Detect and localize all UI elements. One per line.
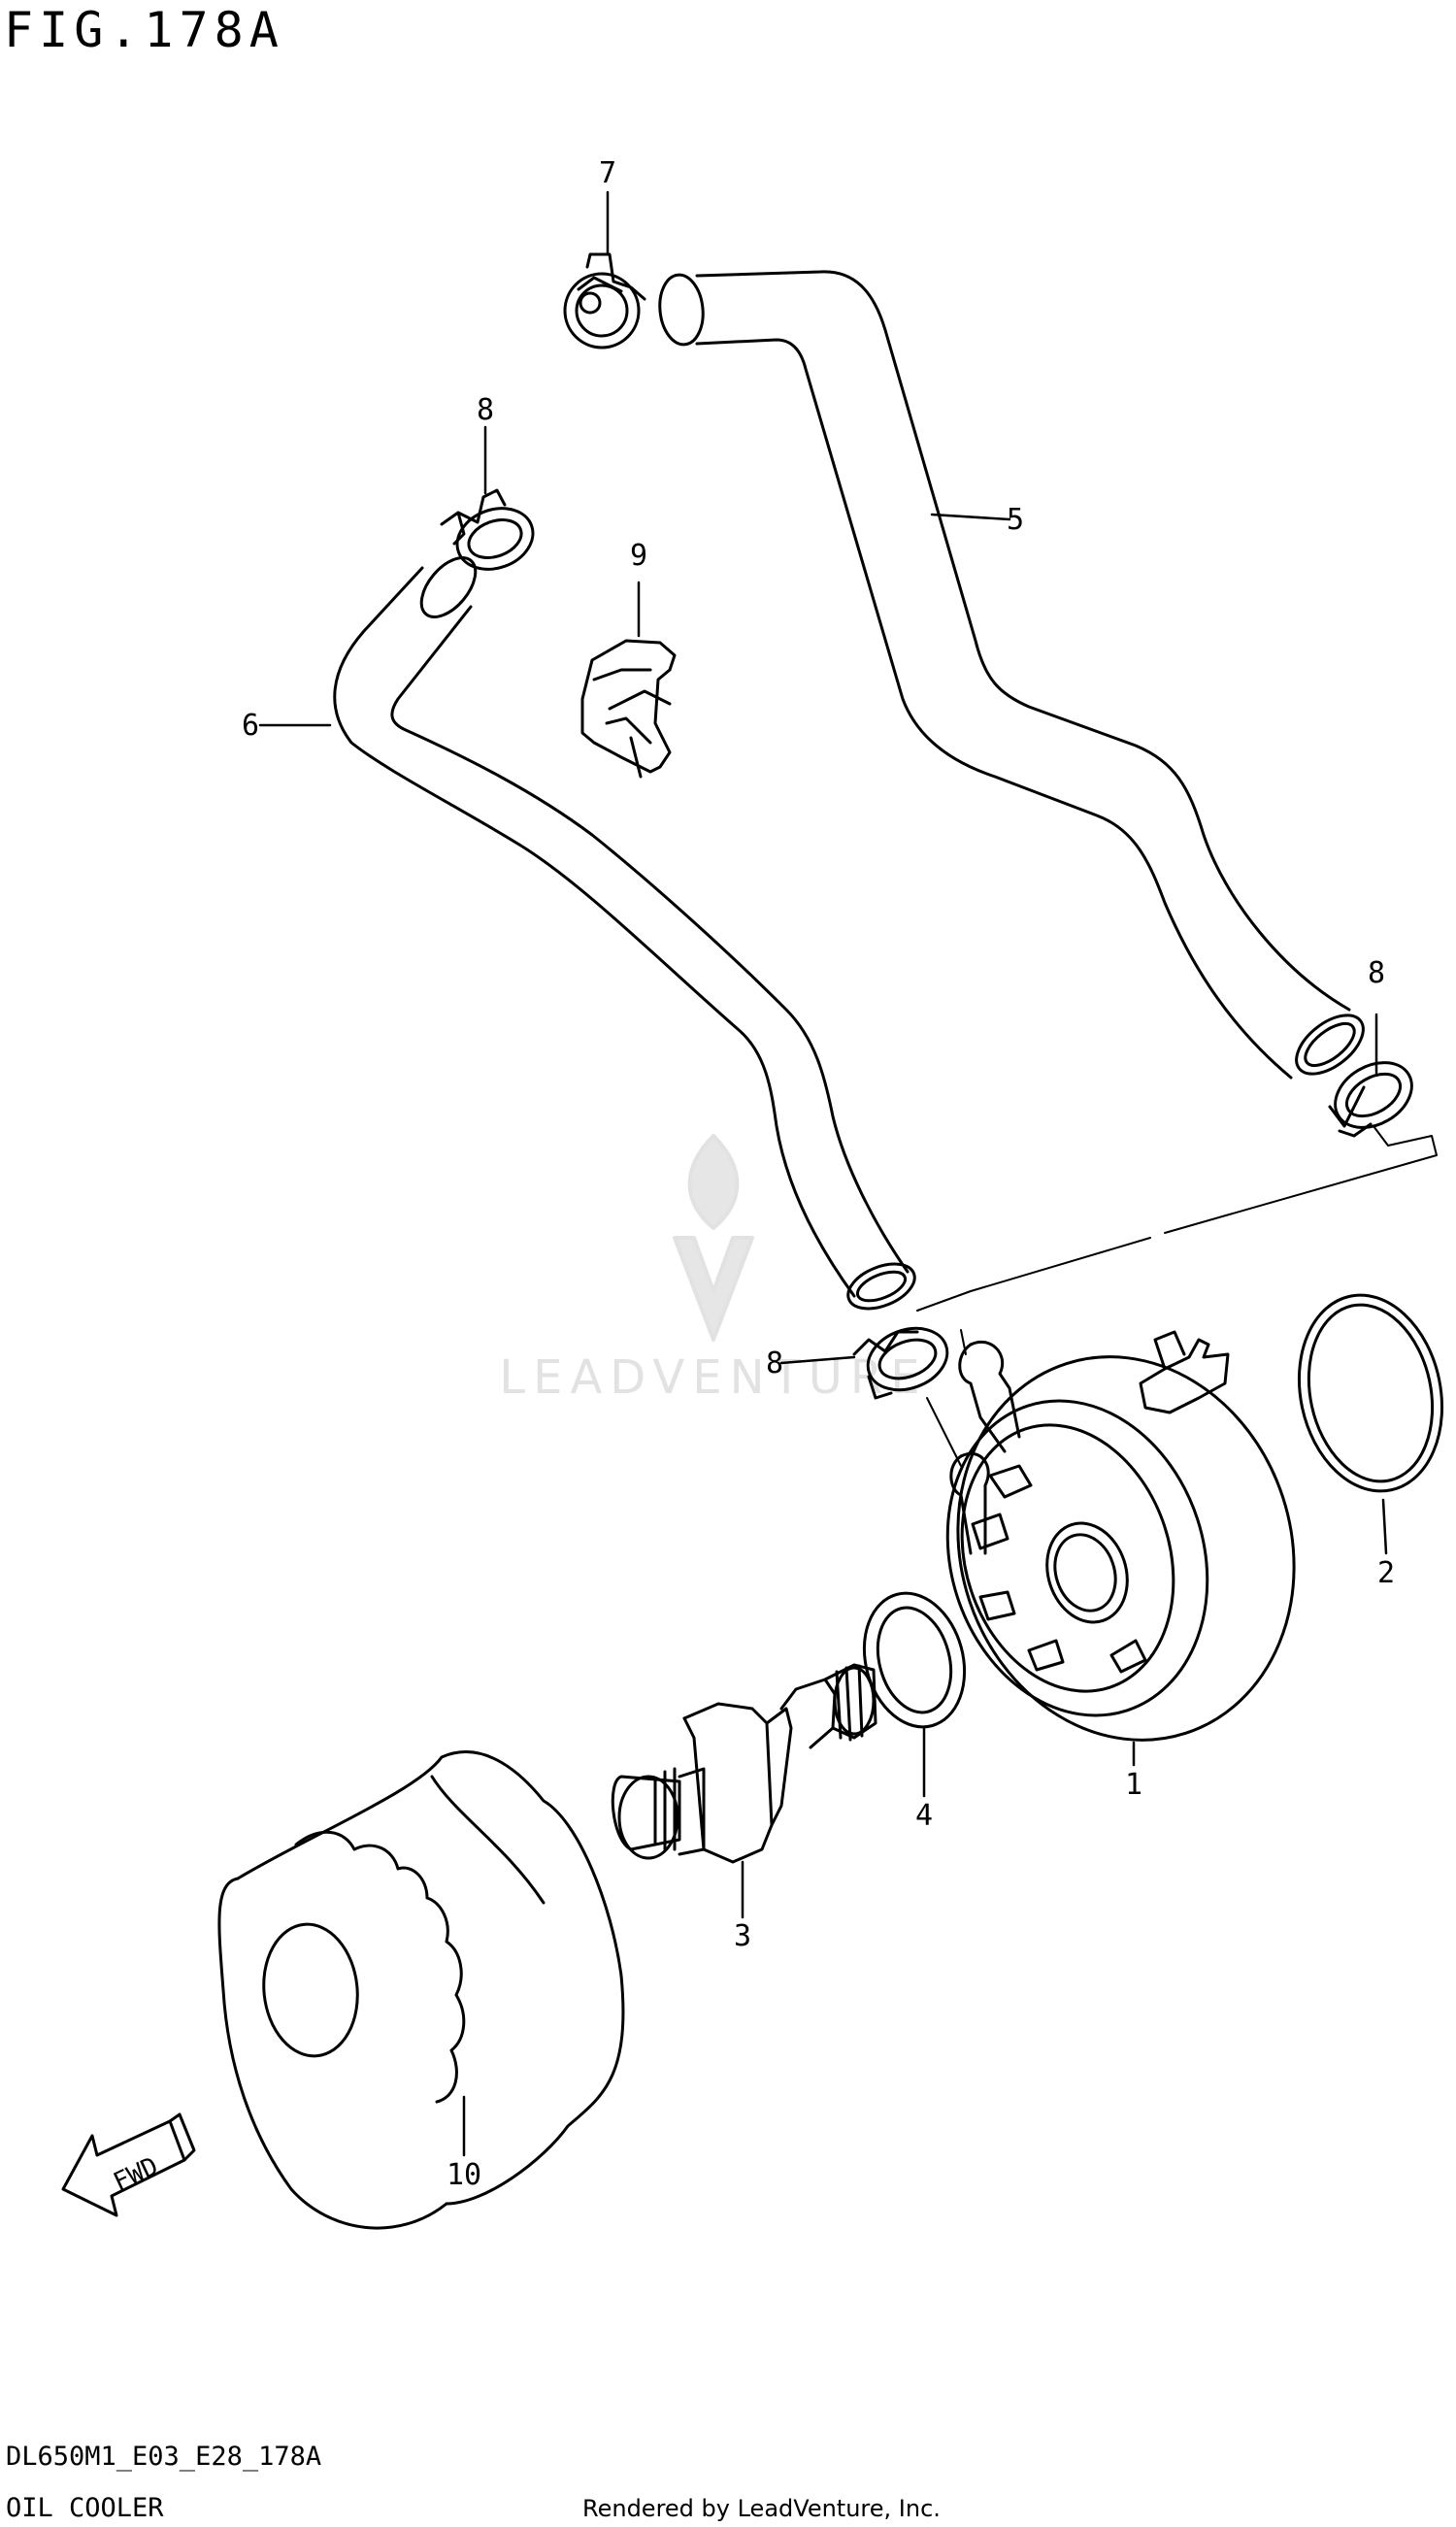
washer-part-4 [862, 1591, 967, 1729]
fwd-arrow-label: FWD [109, 2151, 162, 2197]
hose-clamp-part-8-right [1328, 1061, 1413, 1138]
callout-8-right: 8 [1368, 956, 1385, 990]
callout-labels: 1 2 3 4 5 6 7 8 8 8 9 10 [242, 156, 1395, 2192]
callout-8-lower: 8 [766, 1347, 783, 1380]
figure-title: FIG.178A [4, 2, 284, 58]
hose-clamp-part-8-lower [852, 1326, 949, 1400]
upper-hose-part-5 [658, 270, 1365, 1080]
callout-1: 1 [1125, 1768, 1142, 1802]
callout-7: 7 [599, 156, 616, 190]
oil-filter-part-10 [217, 1750, 625, 2230]
callout-3: 3 [734, 1919, 751, 1953]
callout-4: 4 [915, 1799, 933, 1833]
diagram-name: OIL COOLER [6, 2493, 164, 2523]
callout-leaders [258, 190, 1388, 2157]
watermark: LEADVENTURE [499, 1134, 927, 1405]
oil-cooler-part-1 [945, 1330, 1296, 1742]
rendered-by-credit: Rendered by LeadVenture, Inc. [582, 2495, 941, 2522]
callout-9: 9 [630, 539, 647, 573]
callout-10: 10 [447, 2158, 481, 2192]
hose-bracket-part-9 [580, 639, 677, 779]
o-ring-part-2 [1297, 1293, 1444, 1493]
union-bolt-part-3 [611, 1663, 877, 1864]
hose-clamp-part-7 [563, 252, 646, 349]
callout-2: 2 [1377, 1556, 1395, 1590]
lower-hose-part-6 [333, 556, 916, 1311]
callout-6: 6 [242, 709, 259, 743]
forward-direction-arrow: FWD [61, 2112, 196, 2217]
diagram-code: DL650M1_E03_E28_178A [6, 2442, 322, 2472]
hose-clamp-part-8-upper [440, 488, 535, 571]
callout-5: 5 [1007, 503, 1024, 537]
callout-8-upper: 8 [477, 393, 494, 427]
leader-lines [916, 1125, 1438, 1467]
watermark-text: LEADVENTURE [499, 1350, 927, 1405]
